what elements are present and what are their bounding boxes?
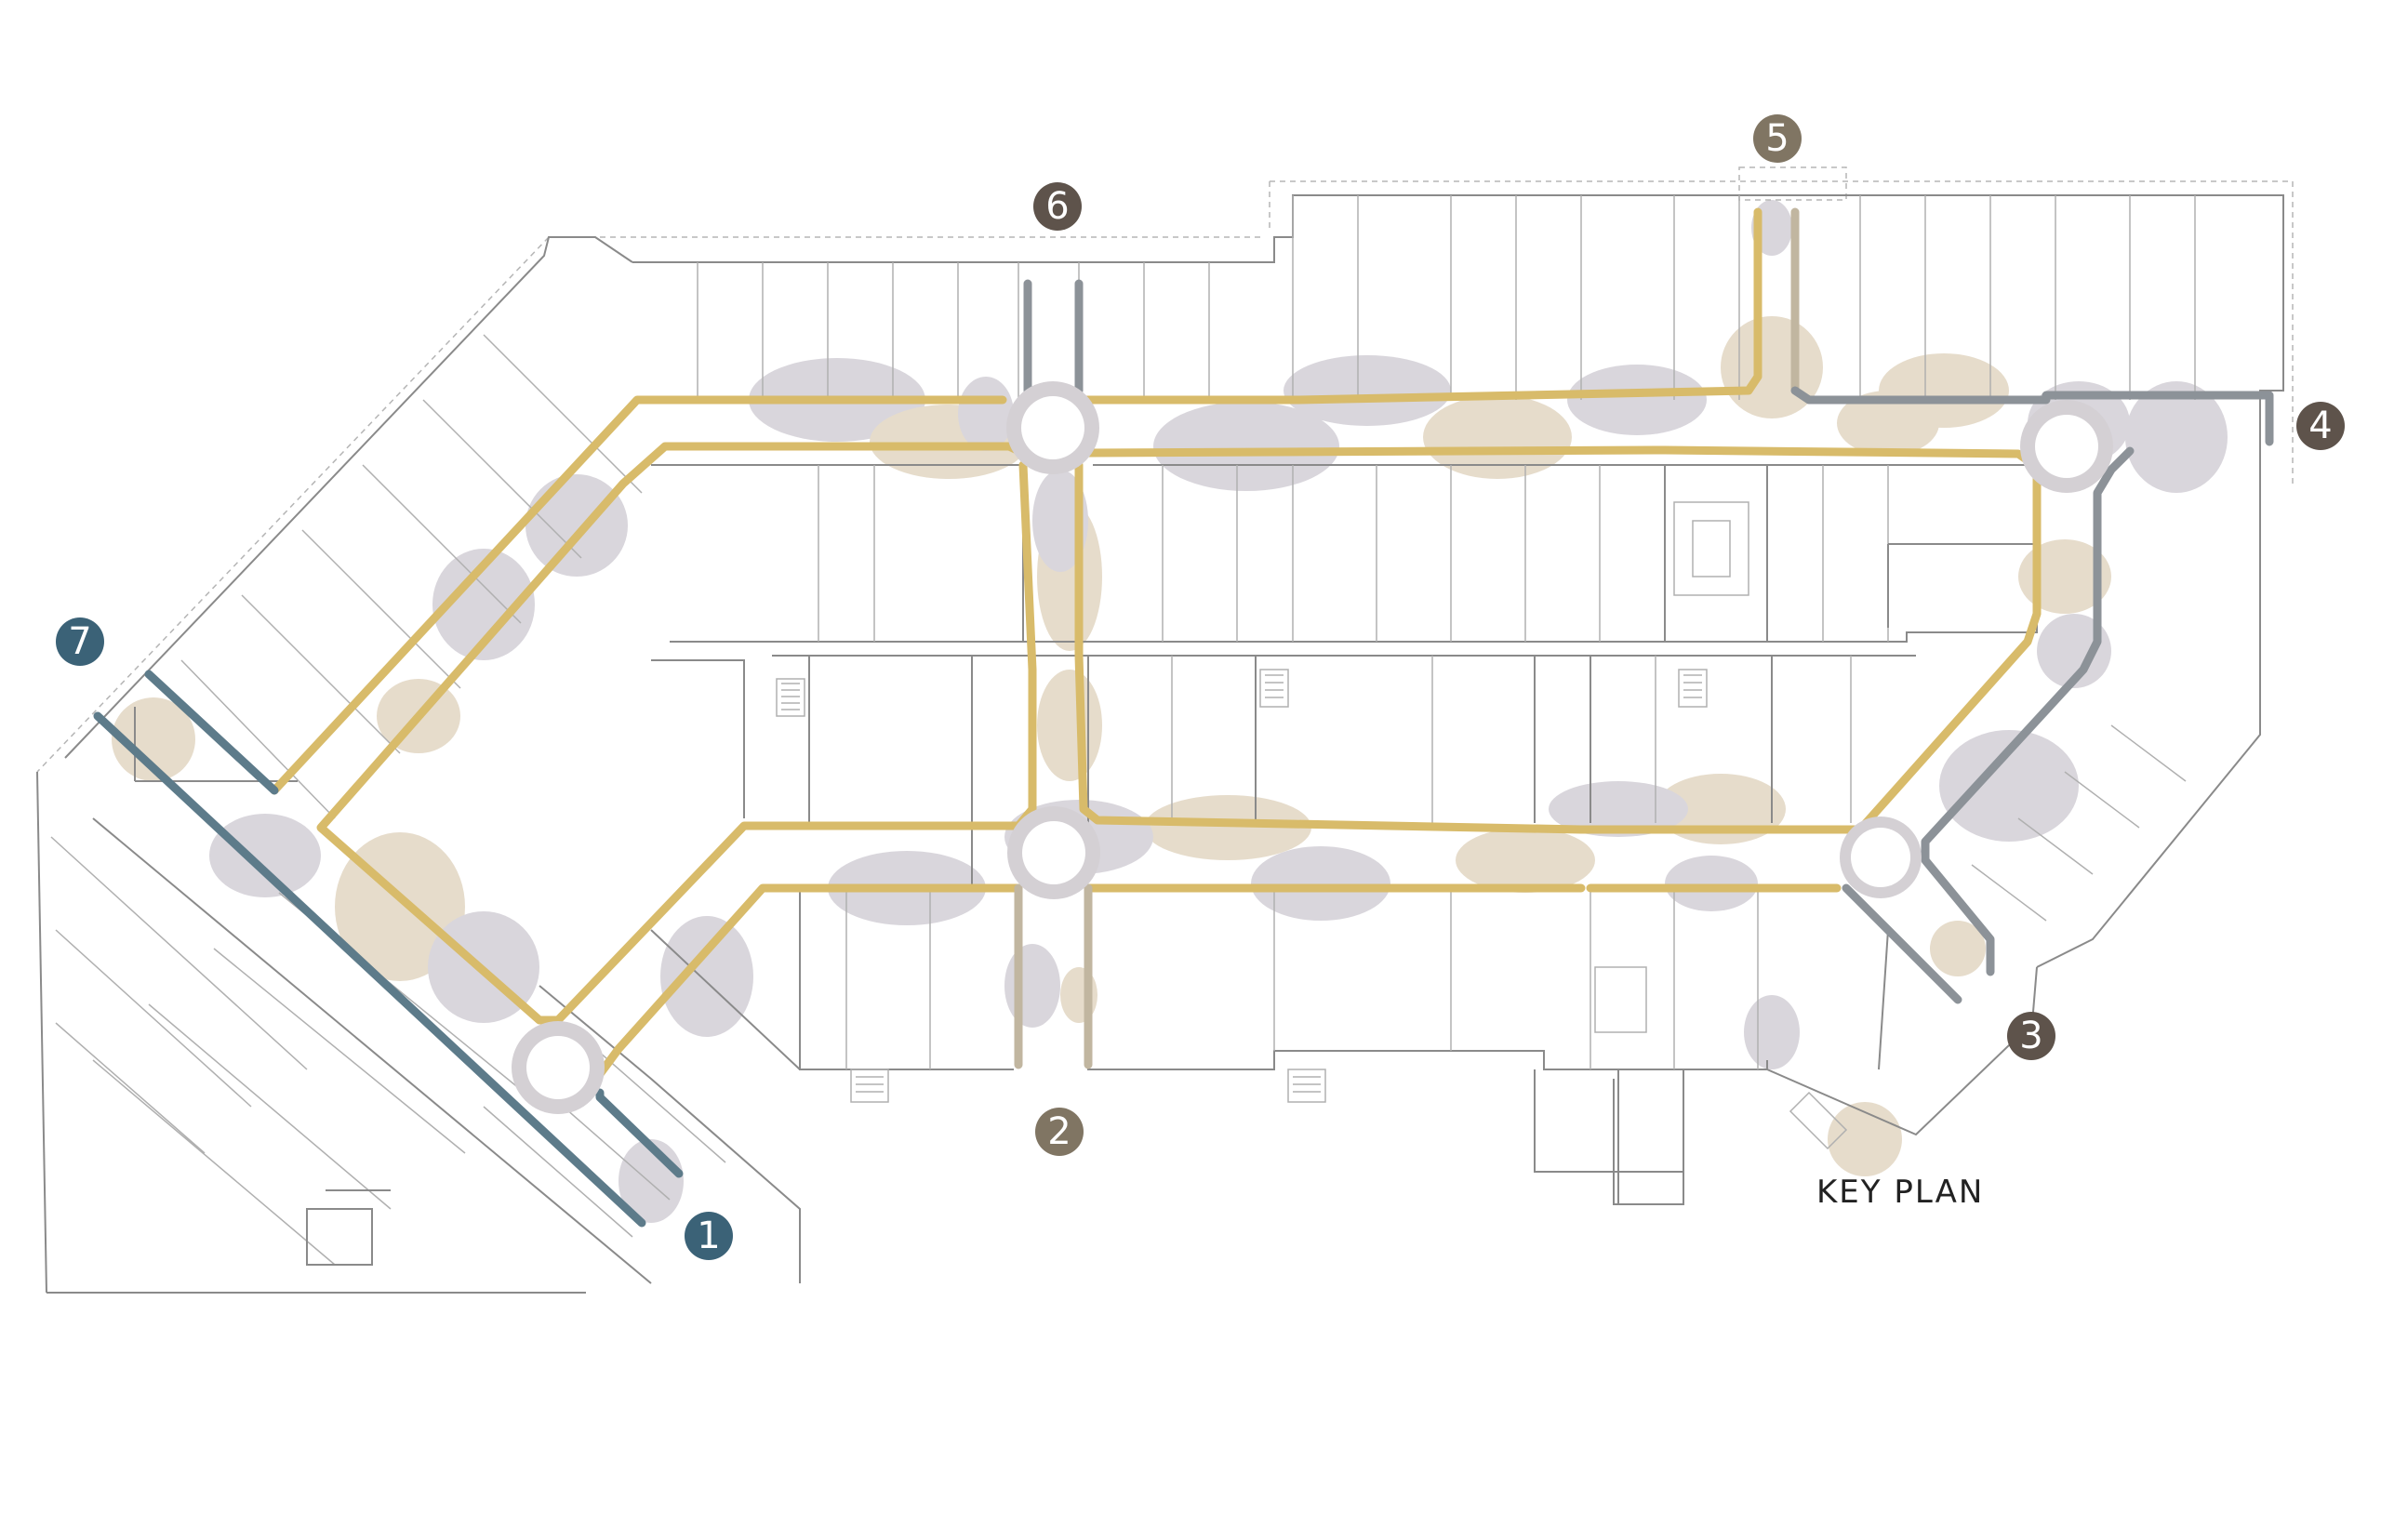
entrance-badge-1: 1 xyxy=(685,1212,733,1260)
circulation-routes xyxy=(93,207,2274,1228)
svg-text:1: 1 xyxy=(697,1215,720,1257)
route-slate-diagonal xyxy=(93,670,684,1228)
building-outline xyxy=(36,166,2294,1294)
svg-text:6: 6 xyxy=(1045,185,1069,228)
route-taupe-south-spur xyxy=(1014,883,1093,1069)
entrance-badge-2: 2 xyxy=(1035,1108,1084,1156)
svg-text:4: 4 xyxy=(2308,405,2332,447)
svg-text:3: 3 xyxy=(2019,1015,2042,1057)
svg-text:5: 5 xyxy=(1765,117,1789,160)
svg-text:7: 7 xyxy=(68,620,91,663)
entrance-badge-6: 6 xyxy=(1033,182,1082,231)
entrance-badge-7: 7 xyxy=(56,617,104,666)
entrance-badges: 1 2 3 4 5 6 7 xyxy=(56,114,2345,1260)
route-grey-north-spur xyxy=(1023,279,1084,395)
route-gold-south xyxy=(595,883,1842,1079)
svg-text:2: 2 xyxy=(1047,1110,1071,1153)
route-grey-southeast-spur xyxy=(1842,883,1962,1004)
entrance-badge-4: 4 xyxy=(2296,402,2345,450)
route-grey-east xyxy=(1790,386,2274,976)
route-gold-inner-loop xyxy=(316,442,2042,1025)
route-gold-outer-north xyxy=(270,207,1762,795)
plaza-nodes xyxy=(512,381,2113,1114)
entrance-badge-5: 5 xyxy=(1753,114,1802,163)
entrance-badge-3: 3 xyxy=(2007,1012,2055,1060)
key-plan-title: KEY PLAN xyxy=(1816,1174,1985,1211)
